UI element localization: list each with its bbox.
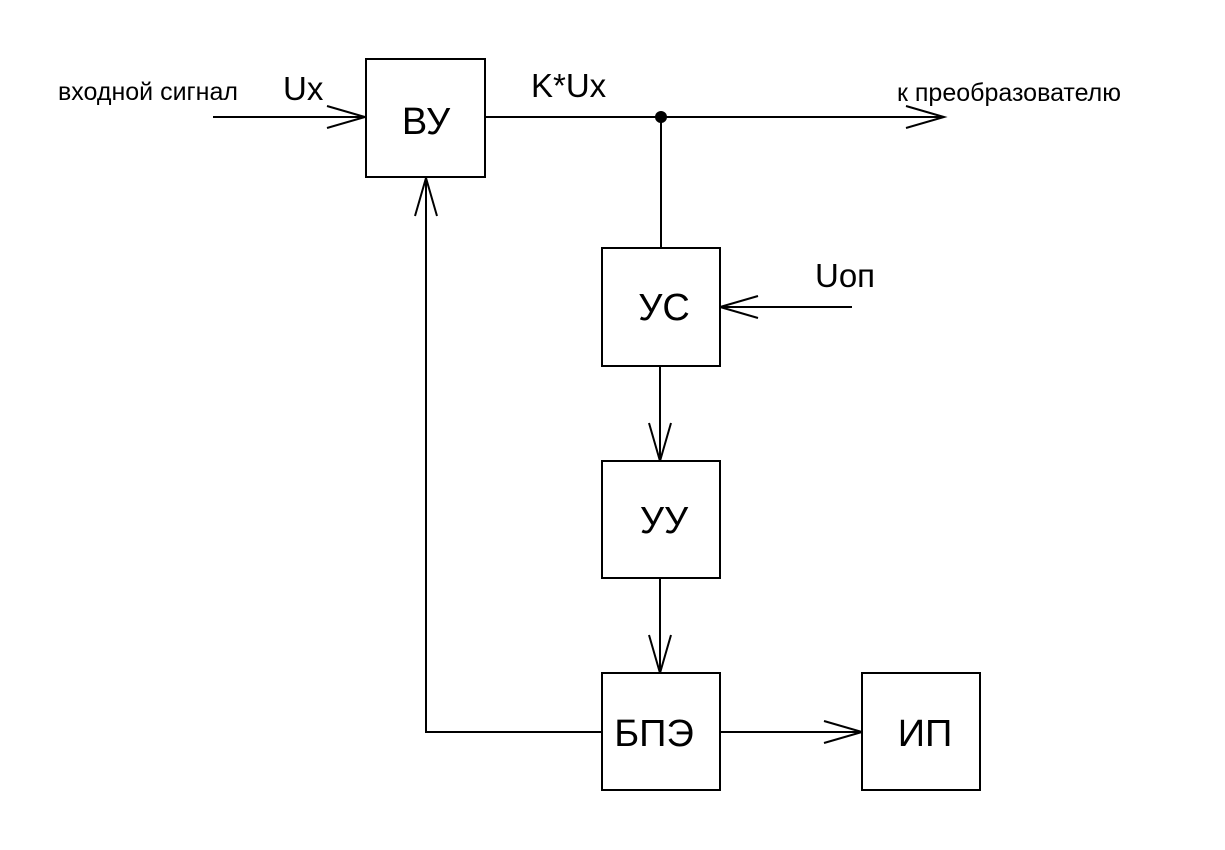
gain-output-label: K*Ux xyxy=(531,67,607,104)
block-us-label: УС xyxy=(638,287,690,329)
block-bpe-label: БПЭ xyxy=(614,713,694,755)
reference-label: Uоп xyxy=(815,257,875,294)
to-converter-label: к преобразователю xyxy=(897,79,1121,107)
block-us: УС xyxy=(601,247,721,367)
feedback-wire xyxy=(425,178,602,733)
block-vu: ВУ xyxy=(365,58,486,178)
block-uu-label: УУ xyxy=(640,500,689,542)
output-arrowhead xyxy=(905,105,948,129)
input-signal-symbol: Ux xyxy=(283,70,324,107)
block-uu: УУ xyxy=(601,460,721,579)
block-ip: ИП xyxy=(861,672,981,791)
junction-dot xyxy=(655,111,667,123)
block-vu-label: ВУ xyxy=(402,101,451,143)
input-signal-text: входной сигнал xyxy=(58,78,238,106)
block-bpe: БПЭ xyxy=(601,672,721,791)
block-ip-label: ИП xyxy=(898,713,953,755)
